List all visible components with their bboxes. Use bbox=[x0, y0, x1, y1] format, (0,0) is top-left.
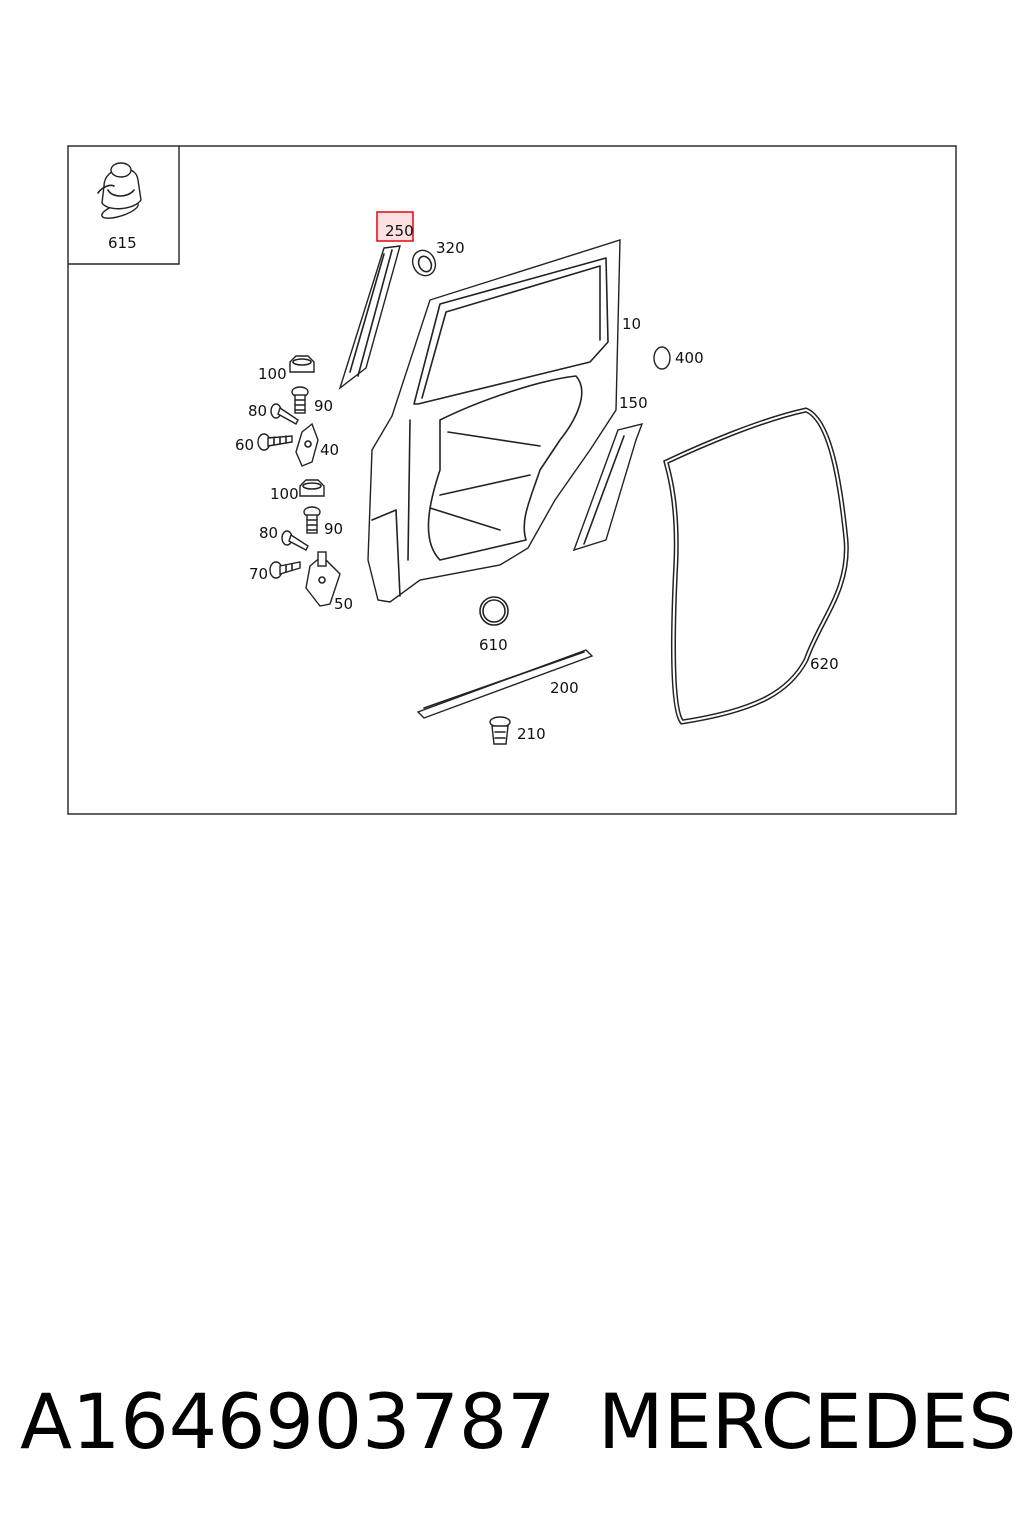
parts-diagram: 615 250 320 10 400 150 bbox=[67, 145, 957, 815]
inset-box-615: 615 bbox=[68, 146, 180, 265]
hinge-40-icon bbox=[295, 422, 319, 467]
label-80-upper: 80 bbox=[248, 402, 267, 420]
label-90-upper: 90 bbox=[314, 397, 333, 415]
label-200: 200 bbox=[550, 679, 579, 697]
clip-210-icon bbox=[489, 716, 511, 745]
highlight-250[interactable]: 250 bbox=[376, 211, 414, 242]
label-90-lower: 90 bbox=[324, 520, 343, 538]
label-250: 250 bbox=[385, 222, 414, 240]
screw-70-icon bbox=[269, 561, 301, 579]
label-70: 70 bbox=[249, 565, 268, 583]
nut-100-upper-icon bbox=[289, 355, 315, 373]
label-80-lower: 80 bbox=[259, 524, 278, 542]
part-number: A1646903787 bbox=[20, 1377, 556, 1466]
label-210: 210 bbox=[517, 725, 546, 743]
door-shell-10-icon bbox=[367, 239, 621, 603]
label-60: 60 bbox=[235, 436, 254, 454]
label-100-lower: 100 bbox=[270, 485, 299, 503]
hinge-50-icon bbox=[305, 551, 341, 607]
diagram-frame bbox=[67, 145, 957, 815]
label-615: 615 bbox=[108, 234, 137, 252]
screw-60-icon bbox=[257, 433, 293, 451]
label-100-upper: 100 bbox=[258, 365, 287, 383]
brand-name: MERCEDES bbox=[598, 1377, 1017, 1466]
label-320: 320 bbox=[436, 239, 465, 257]
bolt-90-upper-icon bbox=[291, 386, 309, 414]
sill-strip-200-icon bbox=[416, 649, 594, 719]
plug-400-icon bbox=[653, 346, 671, 370]
grommet-615-icon bbox=[97, 162, 142, 219]
seal-ring-610-icon bbox=[479, 596, 509, 626]
label-400: 400 bbox=[675, 349, 704, 367]
nut-100-lower-icon bbox=[299, 479, 325, 497]
trim-panel-150-icon bbox=[572, 422, 644, 552]
door-seal-620-icon bbox=[663, 407, 849, 725]
screw-80-upper-icon bbox=[270, 403, 299, 425]
label-620: 620 bbox=[810, 655, 839, 673]
trim-strip-250-icon bbox=[338, 245, 401, 390]
label-610: 610 bbox=[479, 636, 508, 654]
label-40: 40 bbox=[320, 441, 339, 459]
plug-320-icon bbox=[411, 249, 437, 277]
bolt-90-lower-icon bbox=[303, 506, 321, 534]
screw-80-lower-icon bbox=[281, 530, 309, 551]
label-10: 10 bbox=[622, 315, 641, 333]
label-150: 150 bbox=[619, 394, 648, 412]
label-50: 50 bbox=[334, 595, 353, 613]
